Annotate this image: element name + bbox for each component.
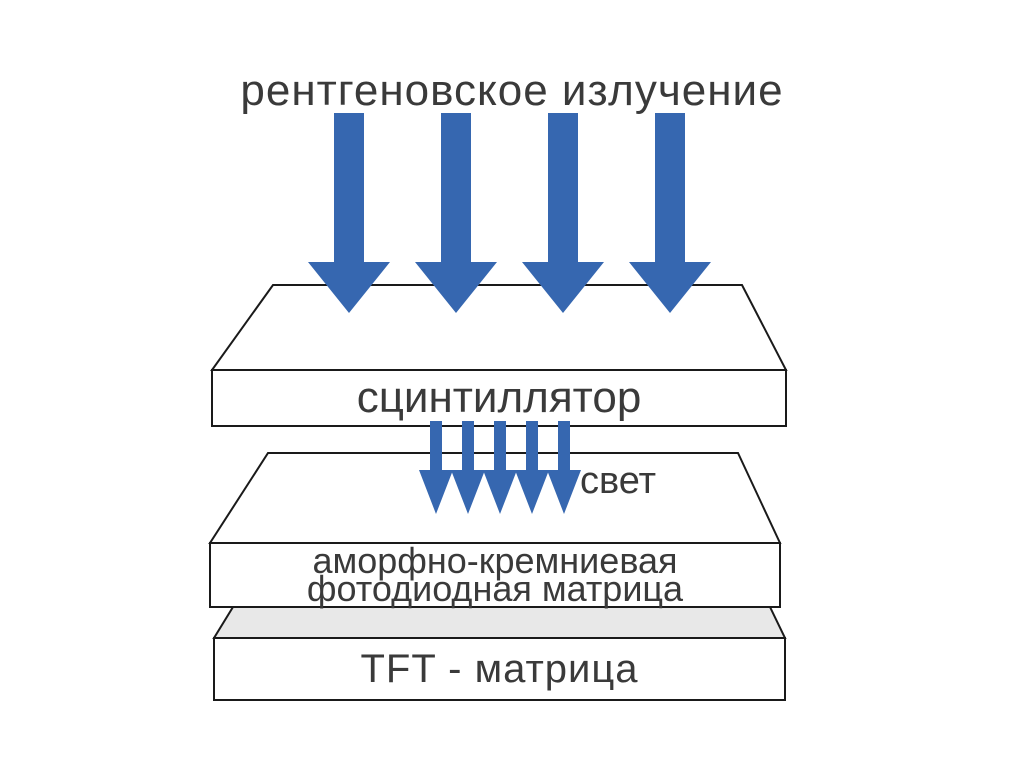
tft-front-face bbox=[213, 637, 786, 701]
tft-top-face bbox=[212, 606, 787, 639]
scintillator-front-face bbox=[211, 369, 787, 427]
light-arrow-icon-2 bbox=[451, 421, 485, 514]
photodiode-front-face bbox=[209, 542, 781, 608]
diagram-title: рентгеновское излучение bbox=[240, 66, 784, 115]
xray-arrow-icon-4 bbox=[629, 113, 711, 313]
photodiode-label-line2: фотодиодная матрица bbox=[306, 568, 684, 609]
tft-label: TFT - матрица bbox=[360, 647, 639, 691]
xray-arrow-icon-3 bbox=[522, 113, 604, 313]
light-arrow-icon-3 bbox=[483, 421, 517, 514]
light-arrow-icon-1 bbox=[419, 421, 453, 514]
light-label: свет bbox=[580, 460, 657, 502]
scintillator-top-face bbox=[210, 284, 788, 371]
photodiode-label: аморфно-кремниевая фотодиодная матрица bbox=[210, 540, 780, 609]
xray-arrow-icon-1 bbox=[308, 113, 390, 313]
light-arrow-icon-5 bbox=[547, 421, 581, 514]
scintillator-label: сцинтиллятор bbox=[356, 373, 642, 422]
xray-arrow-icon-2 bbox=[415, 113, 497, 313]
photodiode-label-line1: аморфно-кремниевая bbox=[312, 540, 678, 581]
light-arrow-icon-4 bbox=[515, 421, 549, 514]
